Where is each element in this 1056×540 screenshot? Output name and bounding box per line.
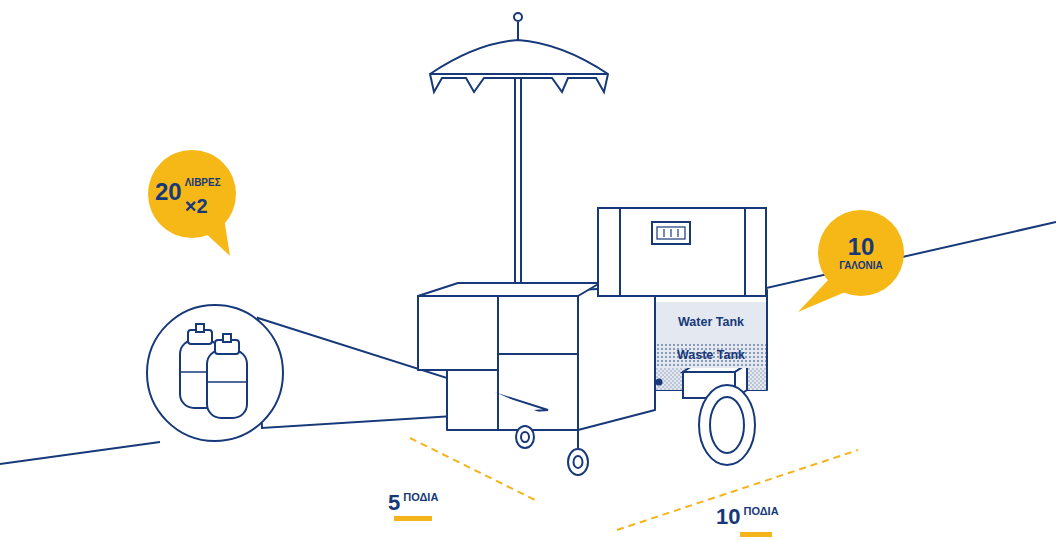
cart-roof-box (598, 208, 766, 296)
propane-callout (147, 305, 283, 441)
tank-label: Water Tank (678, 316, 744, 329)
umbrella (517, 22, 519, 40)
callout-unit: ×2 (185, 196, 208, 216)
cart-roof-box (663, 229, 664, 237)
propane-callout (207, 350, 247, 418)
ground-line (0, 442, 160, 464)
callout-unit: ΓΑΛΟΝΙΑ (839, 261, 883, 271)
umbrella (520, 78, 522, 284)
waste-tank-band: Waste Tank (656, 343, 766, 368)
callout-number: 10 (848, 235, 875, 259)
cart-roof-box (744, 208, 746, 296)
umbrella (430, 13, 608, 284)
callout-bubble: 10ΓΑΛΟΝΙΑ (818, 210, 904, 296)
propane-callout (196, 324, 204, 332)
umbrella (430, 40, 608, 92)
tank-label: Waste Tank (677, 349, 745, 362)
cart-body (578, 286, 655, 430)
cart-roof-box (598, 208, 766, 296)
dimension-bar (394, 516, 772, 537)
dimension-value: 10 (716, 506, 740, 528)
propane-callout (147, 305, 283, 441)
wheels (710, 397, 744, 453)
dimension-line (410, 438, 858, 530)
wheels (699, 385, 755, 465)
cart-roof-box (652, 222, 690, 244)
cart-roof-box (657, 227, 685, 239)
dimension-unit: ΠΟΔΙΑ (743, 506, 778, 517)
cart-body (447, 370, 578, 430)
cart-body (656, 379, 663, 386)
callout-number: 20 (155, 180, 182, 204)
dimension-value: 5 (388, 492, 400, 514)
wheels (568, 449, 588, 475)
cart-roof-box (619, 208, 621, 296)
cart-body (577, 430, 579, 448)
propane-callout (207, 381, 247, 382)
cart-roof-box (670, 229, 671, 237)
dimension-line (617, 450, 858, 530)
umbrella (430, 73, 608, 75)
wheels (521, 432, 529, 442)
wheels (516, 426, 534, 448)
umbrella (514, 78, 516, 284)
dimension-line (410, 438, 535, 500)
callout-unit: ΛΙΒΡΕΣ (185, 178, 221, 188)
cart-roof-box (677, 229, 678, 237)
propane-callout (223, 334, 231, 342)
dimension-bar (394, 516, 432, 521)
cart-body (498, 296, 578, 354)
water-tank-band: Water Tank (656, 302, 766, 343)
wheels (574, 456, 583, 468)
bubble-tail (200, 218, 850, 312)
cart-body (418, 283, 600, 296)
dimension-unit: ΠΟΔΙΑ (403, 492, 438, 503)
callout-bubble: 20ΛΙΒΡΕΣ ×2 (148, 150, 236, 238)
wheels (516, 364, 755, 475)
umbrella (514, 13, 522, 21)
dimension-bar (740, 532, 772, 537)
cart-body (418, 296, 498, 370)
